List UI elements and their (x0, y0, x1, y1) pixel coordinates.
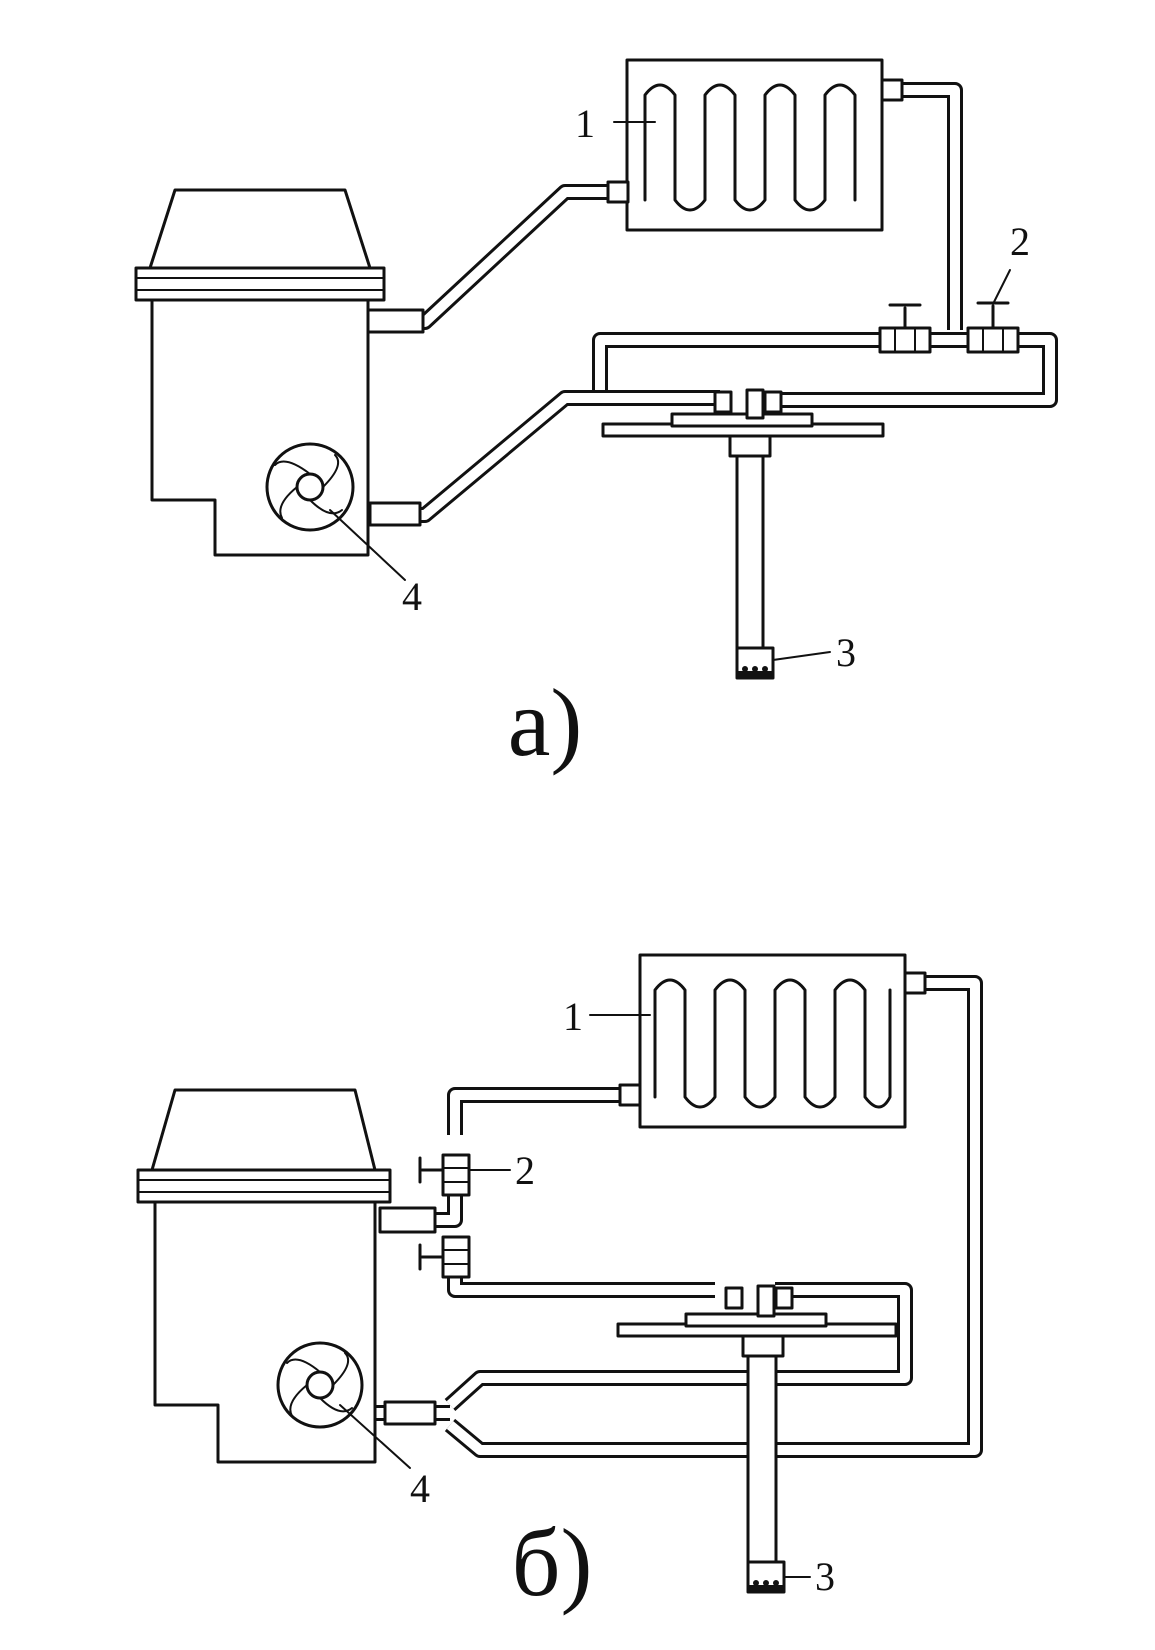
pipe-valve-to-radiator-b (447, 1087, 625, 1135)
valve-b-bottom[interactable] (418, 1235, 471, 1279)
pipe-pump-to-sprinkler-a (360, 390, 720, 523)
label-valve-b: 2 (515, 1148, 535, 1193)
label-radiator-a: 1 (575, 101, 595, 146)
leader-pump-b (339, 1404, 411, 1469)
pipe-valve-loop-b (447, 1250, 715, 1298)
label-pump-b: 4 (410, 1466, 430, 1511)
caption-a: а) (508, 669, 583, 776)
pipe-radiator-return-b (444, 975, 983, 1458)
leader-valve-a (992, 269, 1011, 305)
label-sprinkler-a: 3 (836, 630, 856, 675)
radiator-b (618, 953, 927, 1129)
radiator-a (606, 58, 904, 232)
label-valve-a: 2 (1010, 219, 1030, 264)
pipe-sprinkler-loop-b (444, 1282, 913, 1411)
label-radiator-b: 1 (563, 994, 583, 1039)
leader-pump-a (329, 509, 406, 581)
label-pump-a: 4 (402, 574, 422, 619)
sprinkler-b (616, 1284, 898, 1594)
pipe-radiator-to-valves-a (890, 82, 963, 330)
caption-b: б) (512, 1509, 593, 1616)
pump-icon-a (265, 442, 355, 532)
valve-a-left[interactable] (878, 303, 932, 354)
pipe-engine-to-radiator-a (400, 184, 610, 330)
valve-a-right[interactable] (966, 301, 1020, 354)
pipe-engine-to-valves-b (430, 1185, 463, 1228)
diagram-a: 1 2 3 4 а) (134, 58, 1058, 776)
diagram-b: 1 2 3 4 б) (136, 953, 983, 1616)
sprinkler-a (601, 388, 885, 680)
valve-b-top[interactable] (418, 1153, 471, 1197)
leader-sprinkler-a (772, 651, 831, 661)
label-sprinkler-b: 3 (815, 1554, 835, 1599)
